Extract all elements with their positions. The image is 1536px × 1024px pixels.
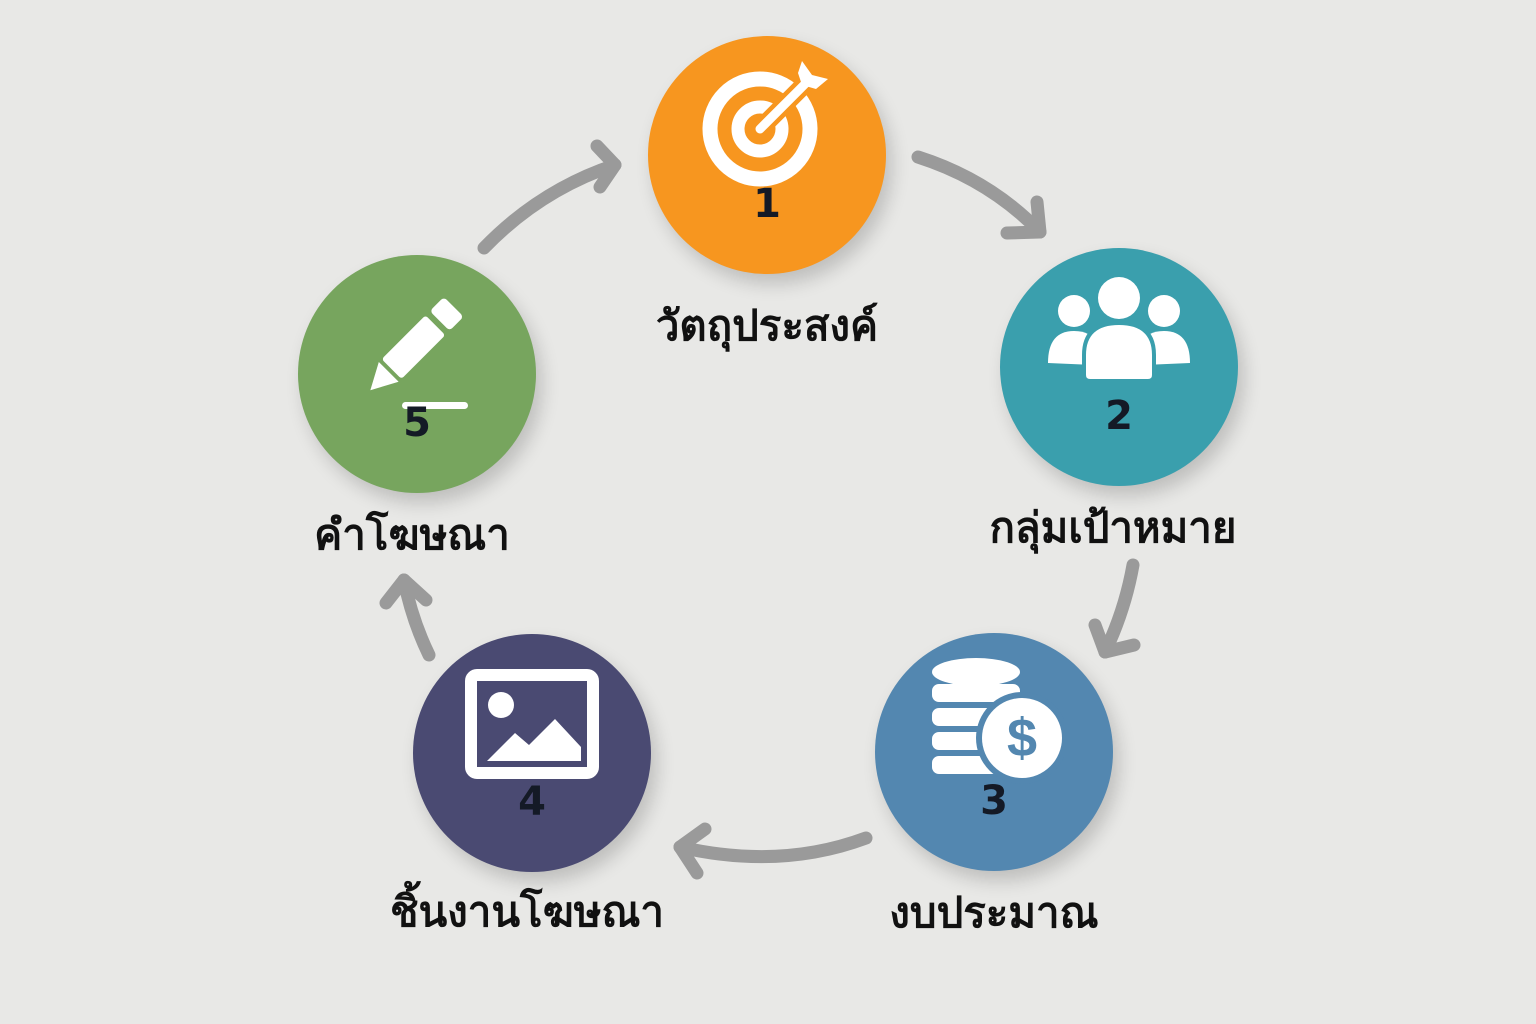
step-1-circle: 1 xyxy=(648,36,886,274)
step-label: งบประมาณ xyxy=(889,888,1099,937)
step-2-circle: 2 xyxy=(1000,248,1238,486)
step-3-circle: $ 3 xyxy=(875,633,1113,871)
arrow-4-to-5-icon xyxy=(379,573,436,662)
step-4-circle: 4 xyxy=(413,634,651,872)
arrow-3-to-4-icon xyxy=(673,822,873,880)
step-label: ชิ้นงานโฆษณา xyxy=(390,887,664,936)
step-label: กลุ่มเป้าหมาย xyxy=(989,503,1237,552)
svg-text:$: $ xyxy=(1007,708,1037,768)
step-number: 2 xyxy=(1105,393,1133,439)
step-label: วัตถุประสงค์ xyxy=(655,301,879,350)
step-number: 4 xyxy=(518,779,546,825)
target-arrow-icon xyxy=(702,61,828,187)
arrow-2-to-3-icon xyxy=(1088,558,1141,659)
pencil-icon xyxy=(370,299,468,410)
step-number: 1 xyxy=(753,181,781,227)
arrow-1-to-2-icon xyxy=(911,150,1047,240)
step-5-circle: 5 xyxy=(298,255,536,493)
step-label: คำโฆษณา xyxy=(314,510,510,559)
users-group-icon xyxy=(1048,277,1190,384)
image-icon xyxy=(465,669,599,780)
step-number: 3 xyxy=(980,778,1008,824)
coins-dollar-icon: $ xyxy=(932,658,1064,785)
step-number: 5 xyxy=(403,400,431,446)
arrow-5-to-1-icon xyxy=(477,139,622,255)
